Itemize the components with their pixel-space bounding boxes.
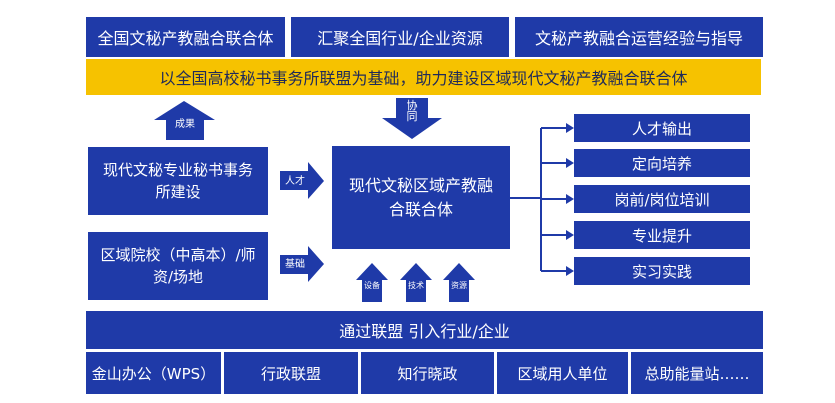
up-arrow-equipment <box>356 263 388 302</box>
technology-arrow-label: 技术 <box>408 281 424 290</box>
up-arrow-technology <box>400 263 432 302</box>
output-connectors <box>510 123 574 276</box>
bottom-box-wps: 金山办公（WPS） <box>86 352 221 394</box>
right-box-talent-output: 人才输出 <box>574 114 750 142</box>
industry-band: 通过联盟 引入行业/企业 <box>86 311 763 349</box>
down-arrow-label: 协同 <box>406 99 418 123</box>
top-box-resources: 汇聚全国行业/企业资源 <box>291 17 509 57</box>
up-arrow-label: 成果 <box>175 119 195 130</box>
bottom-box-employers: 区域用人单位 <box>497 352 628 394</box>
right-box-targeted-training: 定向培养 <box>574 149 750 177</box>
center-box-consortium: 现代文秘区域产教融合联合体 <box>332 146 510 249</box>
bottom-box-assistant-station: 总助能量站…… <box>631 352 763 394</box>
up-arrow <box>154 101 215 140</box>
right-box-internship: 实习实践 <box>574 257 750 285</box>
talent-arrow-label: 人才 <box>285 176 305 187</box>
foundation-bar: 以全国高校秘书事务所联盟为基础，助力建设区域现代文秘产教融合联合体 <box>86 59 761 95</box>
bottom-box-zhixing: 知行晓政 <box>361 352 494 394</box>
right-arrow-talent <box>280 162 324 199</box>
top-box-alliance: 全国文秘产教融合联合体 <box>86 17 285 57</box>
right-box-professional-upgrade: 专业提升 <box>574 221 750 249</box>
right-box-job-training: 岗前/岗位培训 <box>574 185 750 213</box>
right-arrow-basis <box>280 246 324 282</box>
equipment-arrow-label: 设备 <box>364 281 380 290</box>
down-arrow <box>382 98 442 139</box>
bottom-box-admin-alliance: 行政联盟 <box>224 352 358 394</box>
resource-arrow-label: 资源 <box>451 281 467 290</box>
left-box-secretary-office: 现代文秘专业秘书事务所建设 <box>88 147 268 215</box>
left-box-regional-schools: 区域院校（中高本）/师资/场地 <box>88 232 268 300</box>
up-arrow-resource <box>443 263 475 302</box>
top-box-guidance: 文秘产教融合运营经验与指导 <box>515 17 763 57</box>
basis-arrow-label: 基础 <box>285 259 305 270</box>
